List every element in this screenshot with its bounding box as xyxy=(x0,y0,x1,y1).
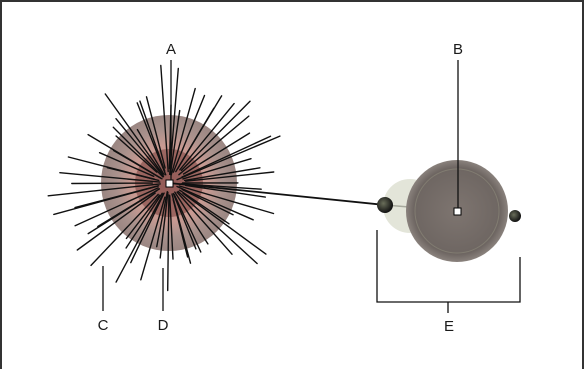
flare-ray xyxy=(140,196,166,281)
flare-ray xyxy=(104,93,164,175)
flare-ray xyxy=(174,191,209,245)
flare-target-marker[interactable] xyxy=(453,207,462,216)
flare-ray xyxy=(176,135,281,181)
label-e: E xyxy=(444,318,454,335)
flare-ray xyxy=(76,192,156,251)
flare-ray xyxy=(115,135,158,173)
label-c: C xyxy=(98,317,109,334)
flare-ray xyxy=(178,185,275,215)
flare-ray xyxy=(178,115,250,176)
flare-ray xyxy=(97,188,161,228)
flare-ray xyxy=(184,171,275,182)
flare-ray xyxy=(159,191,169,259)
flare-ray xyxy=(125,192,163,249)
flare-ray xyxy=(74,185,159,209)
flare-ray xyxy=(67,156,156,180)
flare-ray xyxy=(172,192,197,250)
flare-center-marker[interactable] xyxy=(165,179,174,188)
flare-ray xyxy=(182,132,251,175)
flare-rays xyxy=(47,64,281,292)
flare-ray xyxy=(155,190,169,248)
flare-ray xyxy=(139,100,166,172)
flare-ray xyxy=(172,198,189,258)
flare-axis-line xyxy=(168,182,386,206)
flare-ray xyxy=(98,151,155,178)
flare-ray xyxy=(112,126,164,178)
flare-ray xyxy=(74,187,159,227)
flare-ray xyxy=(125,194,161,240)
flare-ray xyxy=(145,96,166,169)
flare-ray xyxy=(47,183,161,197)
flare-ray xyxy=(59,171,161,183)
flare-ray xyxy=(181,188,234,216)
flare-ray xyxy=(179,102,235,171)
dark-artifact-dot-left xyxy=(377,197,393,213)
dark-artifact-dot-right xyxy=(509,210,521,222)
flare-ray xyxy=(180,100,251,172)
flare-ray xyxy=(182,157,252,180)
label-b: B xyxy=(453,41,463,58)
flare-ray xyxy=(87,133,163,180)
flare-ray xyxy=(180,183,262,190)
flare-ray xyxy=(90,193,159,267)
large-ghost-ring-edge xyxy=(414,168,500,254)
flare-ray xyxy=(177,190,258,265)
flare-ray xyxy=(177,95,223,170)
flare-ray xyxy=(183,167,261,182)
flare-ray xyxy=(115,193,164,283)
flare-ray xyxy=(172,94,206,173)
flare-ray xyxy=(181,135,272,178)
flare-ray xyxy=(176,191,233,255)
flare-ray xyxy=(115,117,165,178)
label-a: A xyxy=(166,41,176,58)
flare-ray xyxy=(178,189,230,225)
flare-ray xyxy=(168,194,174,260)
flare-ray xyxy=(182,192,267,255)
flare-ray xyxy=(170,87,196,176)
flare-ray xyxy=(160,64,169,173)
flare-ray xyxy=(136,102,167,176)
flare-ray xyxy=(176,185,254,221)
flare-ray xyxy=(184,184,266,198)
flare-ray xyxy=(169,109,181,176)
flare-ray xyxy=(173,193,202,253)
label-d: D xyxy=(158,317,169,334)
flare-ray xyxy=(166,194,170,292)
flare-ray xyxy=(130,192,165,264)
flare-ray xyxy=(136,128,165,176)
